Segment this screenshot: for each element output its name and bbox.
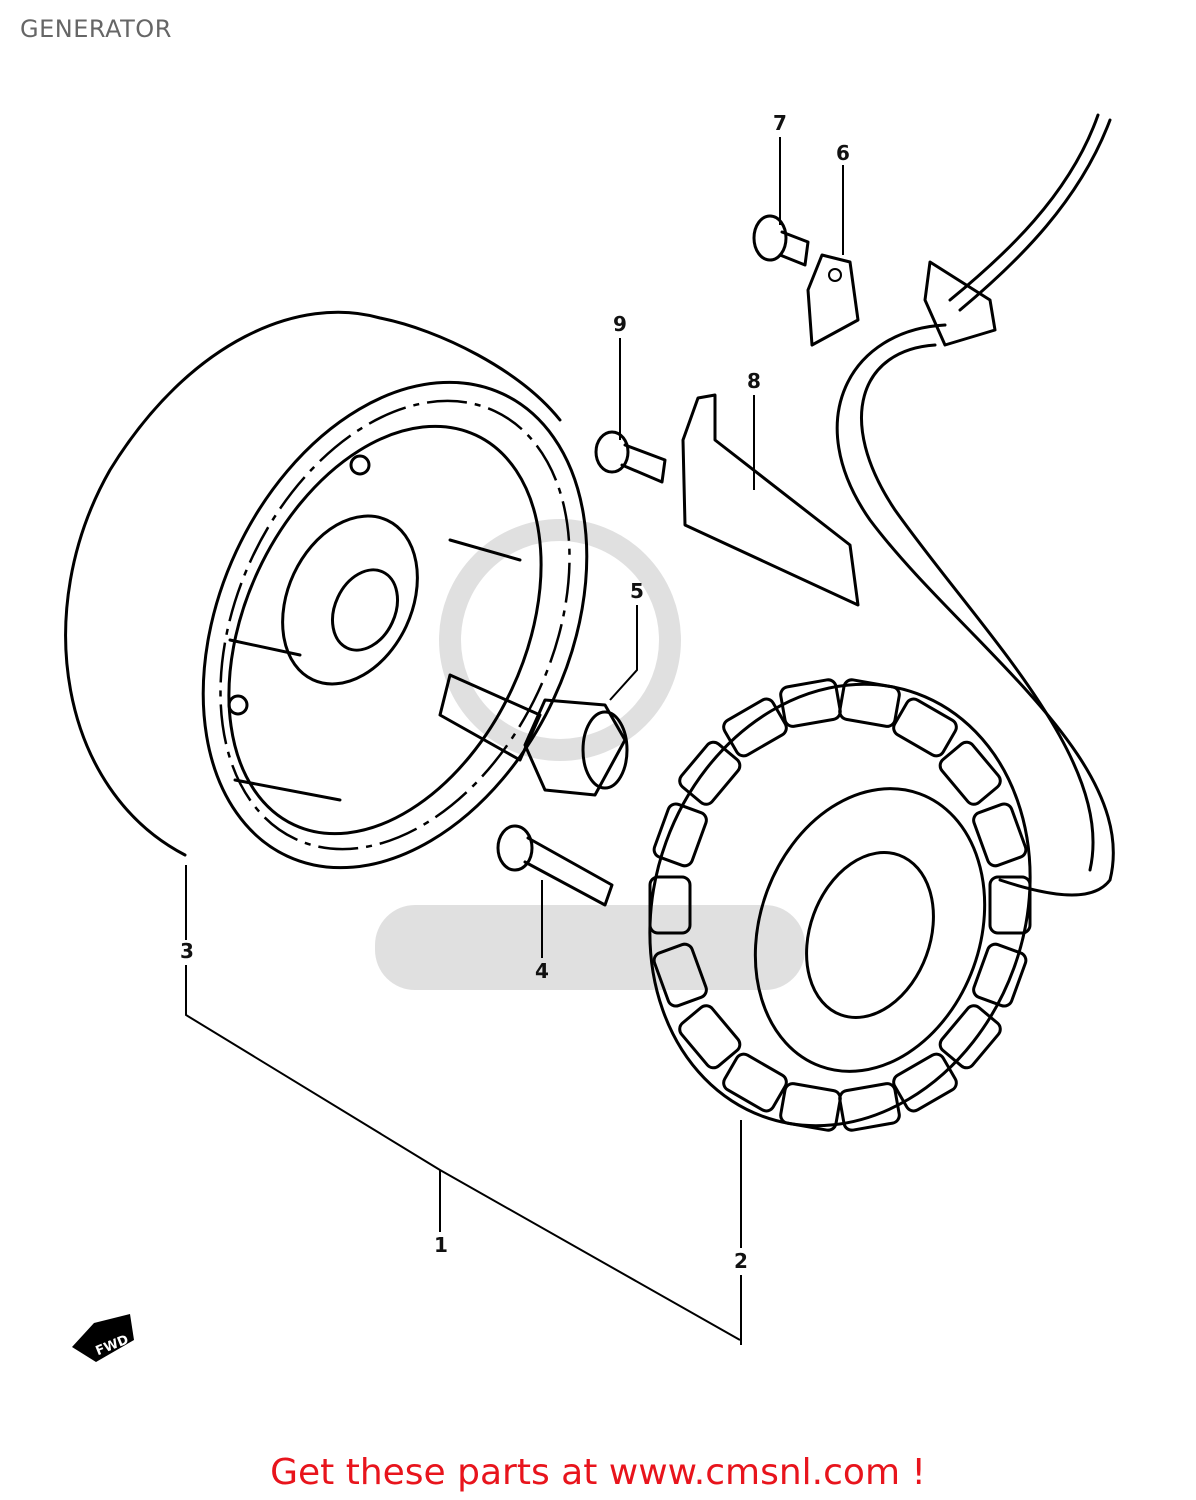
watermark-logo: [375, 519, 805, 990]
callout-9: 9: [613, 312, 627, 336]
wire-harness: [835, 113, 1115, 897]
bolt-4: [496, 824, 614, 907]
stator: [648, 678, 1032, 1132]
callout-6: 6: [836, 141, 850, 165]
stator-tooth: [892, 1052, 958, 1113]
stator-tooth: [972, 942, 1028, 1008]
callout-7: 7: [773, 111, 787, 135]
clamp-6: [806, 253, 860, 347]
stator-tooth: [652, 802, 708, 868]
stator-tooth: [722, 697, 788, 758]
screw-9: [594, 430, 667, 484]
stator-tooth: [652, 942, 708, 1008]
stator-tooth: [938, 740, 1002, 806]
forward-arrow-icon: FWD: [72, 1314, 134, 1362]
callout-2: 2: [734, 1249, 748, 1273]
page-title: GENERATOR: [20, 15, 172, 43]
screw-7: [752, 214, 810, 267]
stator-tooth: [648, 875, 692, 935]
footer-link[interactable]: Get these parts at www.cmsnl.com !: [270, 1452, 926, 1493]
stator-tooth: [779, 1082, 842, 1132]
stator-tooth: [892, 697, 958, 758]
stator-tooth: [988, 875, 1032, 935]
callout-8: 8: [747, 369, 761, 393]
stator-tooth: [722, 1052, 788, 1113]
callout-5: 5: [630, 579, 644, 603]
leader-lines: [185, 137, 844, 1345]
stator-tooth: [779, 678, 842, 728]
stator-tooth: [678, 1004, 742, 1070]
stator-tooth: [838, 678, 901, 728]
stator-tooth: [972, 802, 1028, 868]
flywheel-rotor: [64, 310, 589, 870]
callout-3: 3: [180, 939, 194, 963]
callout-4: 4: [535, 959, 549, 983]
callout-1: 1: [434, 1233, 448, 1257]
stator-tooth: [678, 740, 742, 806]
stator-tooth: [938, 1004, 1002, 1070]
stator-tooth: [838, 1082, 901, 1132]
bolt-5: [438, 673, 629, 797]
plate-8: [681, 393, 860, 607]
